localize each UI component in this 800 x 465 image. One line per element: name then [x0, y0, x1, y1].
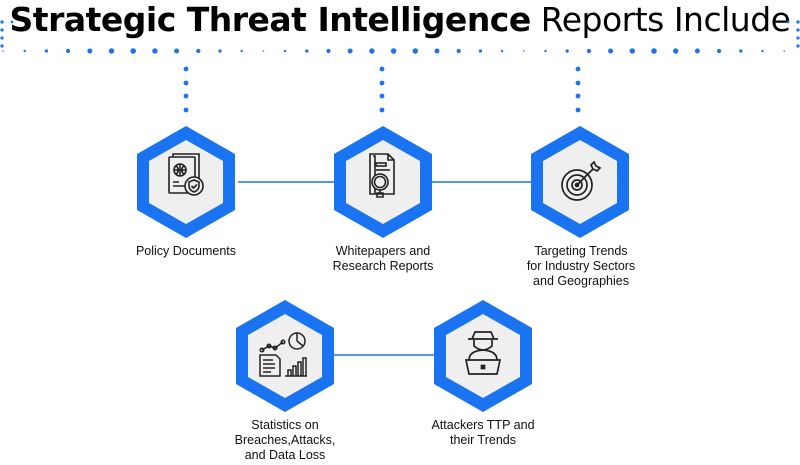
frame-dot	[796, 44, 800, 48]
label-attackers-ttp: Attackers TTP and their Trends	[383, 418, 583, 448]
label-line: Breaches,Attacks,	[234, 433, 336, 447]
node-whitepapers	[328, 122, 438, 242]
document-magnifier-icon	[369, 153, 395, 198]
frame-dot	[575, 107, 581, 113]
frame-dot	[183, 66, 189, 72]
frame-dot	[183, 107, 189, 113]
dotted-frame	[0, 20, 800, 113]
title-bold: Strategic Threat Intelligence	[9, 0, 532, 39]
label-line: Targeting Trends	[534, 244, 628, 258]
frame-dot	[786, 20, 790, 24]
frame-dot	[783, 50, 785, 52]
frame-dot	[608, 48, 614, 54]
frame-dot	[796, 28, 800, 32]
frame-dot	[379, 66, 385, 72]
frame-dot	[629, 48, 636, 54]
frame-dot	[651, 48, 657, 54]
label-line: Research Reports	[332, 259, 434, 273]
frame-dot	[0, 28, 4, 32]
title-regular: Reports Include	[540, 0, 791, 39]
frame-dot	[412, 48, 419, 54]
frame-dot	[739, 49, 743, 53]
frame-dot	[716, 48, 722, 54]
frame-dot	[23, 49, 26, 53]
label-line: and Data Loss	[244, 448, 326, 462]
frame-dot	[575, 80, 581, 86]
page-title: Strategic Threat Intelligence Reports In…	[0, 0, 800, 40]
frame-dot	[283, 49, 287, 53]
label-line: Policy Documents	[135, 244, 237, 258]
hexagon-inner	[446, 314, 520, 398]
label-line: Statistics on	[251, 418, 319, 432]
frame-dot	[796, 36, 800, 40]
frame-dot	[456, 48, 461, 54]
frame-dot	[544, 49, 547, 53]
frame-dot	[44, 49, 49, 53]
frame-dot	[2, 50, 4, 52]
frame-dot	[218, 49, 222, 53]
frame-dot	[0, 36, 4, 40]
frame-dot	[369, 48, 375, 54]
frame-dot	[500, 49, 504, 53]
frame-dot	[575, 66, 581, 72]
frame-dot	[761, 49, 764, 53]
frame-dot	[672, 48, 679, 54]
frame-dot	[87, 48, 93, 54]
passport-shield-icon	[168, 153, 204, 196]
label-line: their Trends	[449, 433, 516, 447]
frame-dot	[326, 48, 331, 54]
target-arrow-icon	[561, 160, 602, 201]
hacker-laptop-icon	[464, 331, 502, 375]
frame-dot	[130, 48, 136, 54]
frame-dot	[0, 44, 4, 48]
frame-dot	[305, 49, 309, 53]
label-line: Whitepapers and	[335, 244, 431, 258]
frame-dot	[196, 48, 201, 54]
frame-dot	[183, 93, 189, 99]
frame-dot	[183, 80, 189, 86]
label-targeting-trends: Targeting Trends for Industry Sectors an…	[481, 244, 681, 289]
frame-dot	[379, 93, 385, 99]
frame-dot	[152, 48, 158, 54]
frame-dot	[347, 48, 353, 54]
frame-dot	[0, 20, 4, 24]
frame-dot	[796, 20, 800, 24]
frame-dot	[434, 48, 440, 54]
frame-dot	[379, 107, 385, 113]
frame-dot	[108, 48, 115, 54]
frame-dot	[10, 20, 14, 24]
frame-dot	[478, 49, 483, 53]
node-targeting-trends	[525, 122, 635, 242]
frame-dot	[379, 80, 385, 86]
frame-dot	[65, 48, 71, 54]
frame-dot	[694, 48, 700, 54]
node-statistics	[230, 296, 340, 416]
hexagon-inner	[248, 314, 322, 398]
frame-dot	[174, 48, 180, 54]
frame-dot	[390, 48, 397, 54]
node-policy-documents	[131, 122, 241, 242]
label-whitepapers: Whitepapers and Research Reports	[283, 244, 483, 274]
frame-dot	[586, 48, 592, 54]
label-line: Attackers TTP and	[431, 418, 535, 432]
frame-dot	[565, 49, 569, 53]
label-line: for Industry Sectors	[526, 259, 636, 273]
statistics-chart-icon	[259, 332, 307, 377]
frame-dot	[240, 49, 243, 53]
node-attackers-ttp	[428, 296, 538, 416]
label-statistics: Statistics on Breaches,Attacks, and Data…	[185, 418, 385, 463]
frame-dot	[262, 50, 265, 52]
frame-dot	[523, 50, 525, 52]
frame-dot	[575, 93, 581, 99]
label-policy-documents: Policy Documents	[86, 244, 286, 259]
label-line: and Geographies	[533, 274, 629, 288]
